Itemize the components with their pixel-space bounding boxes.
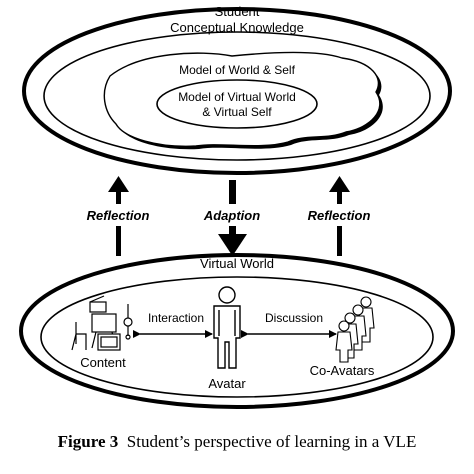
avatar-figure [213,286,241,369]
content-icon [71,295,133,351]
virtual-world-inner-ellipse [40,276,434,398]
co-avatars-label: Co-Avatars [310,363,375,378]
figure-label: Figure 3 [57,432,119,451]
model-virtual-ellipse [156,79,318,129]
student-title-line1: Student [215,4,260,19]
reflection-right-label: Reflection [308,208,371,223]
model-world-self-blob [103,51,381,147]
student-knowledge-group: Student Conceptual Knowledge Model of Wo… [22,4,452,175]
student-outer-ellipse [22,7,452,175]
figure-caption: Figure 3 Student’s perspective of learni… [0,432,474,452]
figure-caption-text: Student’s perspective of learning in a V… [126,432,417,451]
vle-diagram: Student Conceptual Knowledge Model of Wo… [19,4,455,409]
interaction-label: Interaction [148,311,204,325]
adaption-label: Adaption [203,208,260,223]
virtual-world-outer-ellipse [19,253,455,409]
adaption-arrow [218,180,247,256]
reflection-left-label: Reflection [87,208,150,223]
reflection-right-arrow [329,176,350,256]
reflection-left-arrow [108,176,129,256]
arrows-group: Reflection Adaption Reflection [87,176,371,256]
model-virtual-label-line1: Model of Virtual World [178,90,296,104]
model-world-self-label: Model of World & Self [179,63,295,77]
discussion-label: Discussion [265,311,323,325]
model-virtual-label-line2: & Virtual Self [202,105,272,119]
virtual-world-group: Virtual World Content Interaction [19,253,455,409]
co-avatars-figure [335,296,375,363]
avatar-label: Avatar [208,376,246,391]
virtual-world-title: Virtual World [200,256,274,271]
content-label: Content [80,355,126,370]
student-inner-ellipse [43,31,431,161]
student-title-line2: Conceptual Knowledge [170,20,304,35]
